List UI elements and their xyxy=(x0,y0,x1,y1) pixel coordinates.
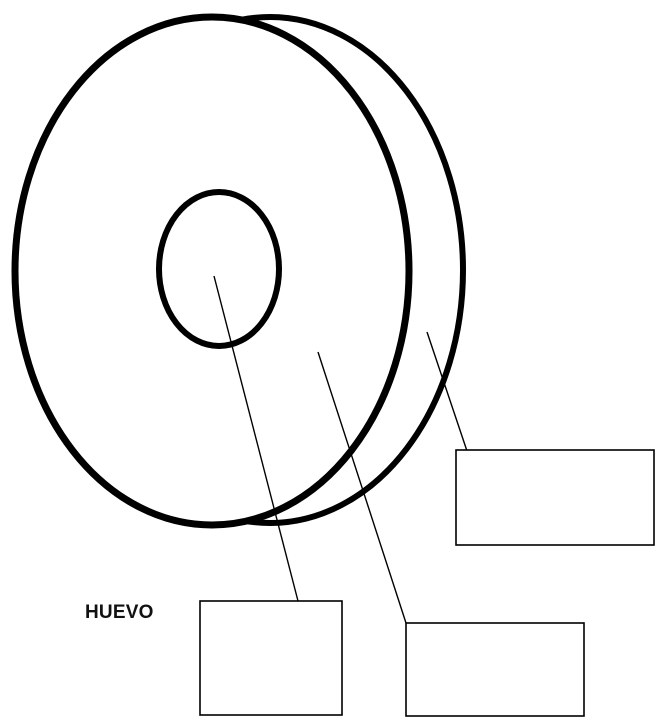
egg-label: HUEVO xyxy=(85,602,154,624)
answer-box-middle[interactable] xyxy=(406,623,584,716)
leader-line-rim xyxy=(427,332,467,451)
answer-box-right[interactable] xyxy=(456,450,654,545)
answer-box-left[interactable] xyxy=(200,601,342,715)
